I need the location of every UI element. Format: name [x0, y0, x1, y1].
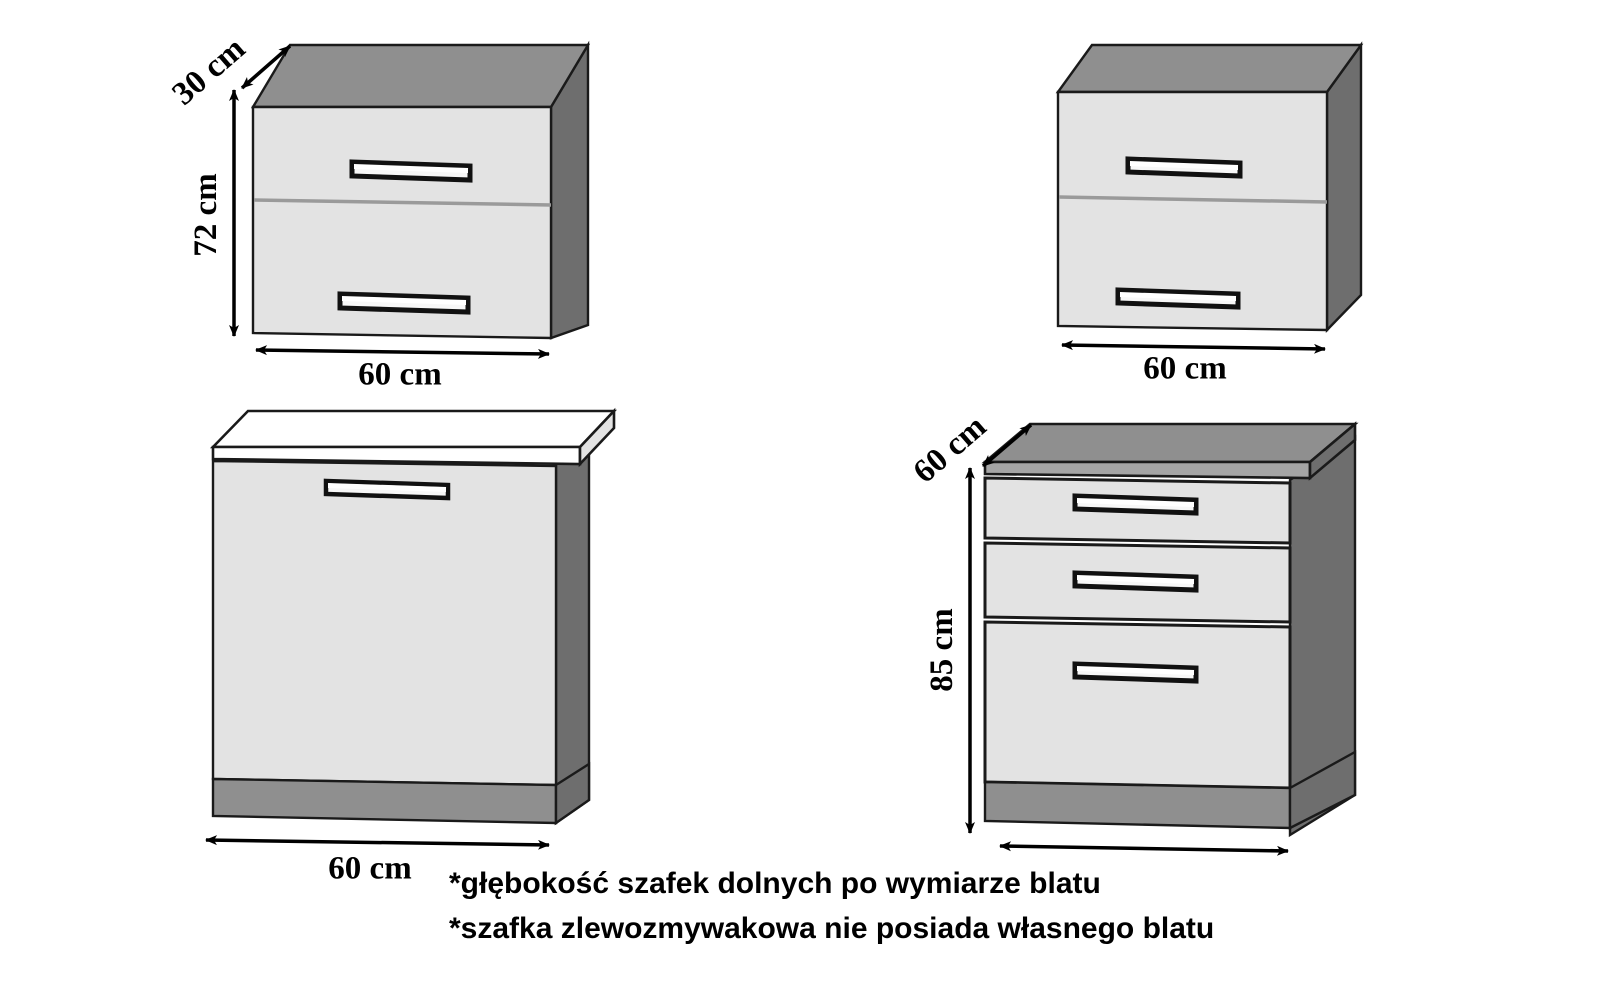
handle-drawer-2 — [1072, 570, 1199, 593]
width-dimension-label: 60 cm — [328, 851, 411, 887]
plinth-side-face — [554, 761, 591, 826]
handle-drawer-1 — [1072, 493, 1199, 516]
depth-dimension-arrow — [981, 423, 1033, 468]
cabinet-top-face — [250, 43, 591, 109]
plinth-side-face — [1288, 749, 1357, 830]
worktop-side-edge — [578, 407, 616, 468]
cabinet-front-face — [1056, 90, 1329, 332]
plinth-front-face — [211, 777, 558, 825]
handle-door — [323, 478, 451, 501]
door-divider-line — [1058, 195, 1328, 204]
width-dimension-label: 60 cm — [358, 357, 441, 393]
width-dimension-label: 60 cm — [1143, 351, 1226, 387]
handle-lower — [337, 291, 471, 315]
cabinet-side-face — [1325, 41, 1363, 333]
note-line-2: *szafka zlewozmywakowa nie posiada własn… — [449, 912, 1214, 945]
door-divider-line — [253, 198, 552, 207]
drawer-front-3 — [983, 620, 1292, 790]
cabinet-top-face — [1055, 43, 1364, 94]
width-dimension-arrow — [1061, 340, 1326, 354]
plinth-front-face — [983, 780, 1292, 830]
note-line-1: *głębokość szafek dolnych po wymiarze bl… — [449, 867, 1101, 900]
cabinet-wall-right: 60 cm — [1055, 41, 1364, 387]
worktop-front-edge — [983, 460, 1312, 480]
worktop-side-edge — [1308, 421, 1357, 481]
cabinet-front-face — [251, 105, 553, 340]
handle-upper — [1125, 156, 1243, 179]
height-dimension-label: 85 cm — [924, 608, 960, 691]
handle-drawer-3 — [1072, 661, 1199, 684]
handle-upper — [349, 159, 473, 183]
cabinet-side-face — [554, 429, 591, 826]
width-dimension-arrow — [255, 345, 550, 359]
handle-lower — [1115, 287, 1241, 310]
worktop-top-surface — [209, 409, 618, 449]
width-dimension-arrow — [205, 835, 550, 850]
cabinet-sink-base: 60 cm — [205, 407, 618, 887]
door-front-face — [211, 459, 558, 787]
depth-dimension-arrow — [240, 44, 292, 90]
cabinet-drawer-base: 60 cm 85 cm — [907, 409, 1359, 856]
worktop-top-surface — [981, 422, 1359, 464]
width-dimension-arrow — [999, 841, 1289, 856]
height-dimension-label: 72 cm — [188, 173, 224, 256]
